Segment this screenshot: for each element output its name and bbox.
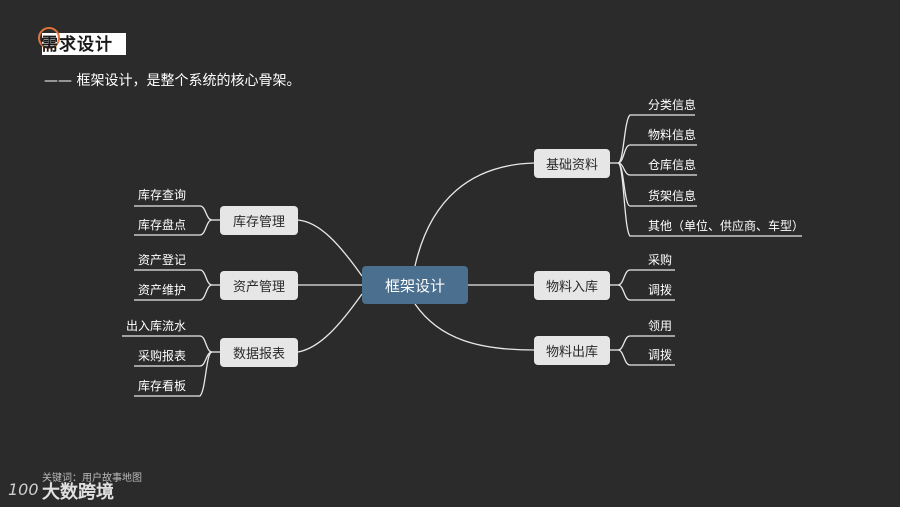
title-accent-circle-icon <box>38 27 60 49</box>
leaf-qita: 其他（单位、供应商、车型） <box>648 219 805 233</box>
page-title-block: 需求设计 <box>38 27 126 55</box>
leaf-fenlei: 分类信息 <box>648 98 697 112</box>
leaf-kucun-kanban: 库存看板 <box>138 379 187 393</box>
node-wuliao-ruku: 物料入库 <box>534 271 610 300</box>
leaf-kucun-chaxun: 库存查询 <box>138 188 187 202</box>
brand-logo-mark-icon: 100 <box>8 480 39 499</box>
brand-logo: 100 大数跨境 <box>8 478 128 504</box>
leaf-huojia: 货架信息 <box>648 189 697 203</box>
page-title: 需求设计 <box>41 35 113 55</box>
connector-center-jichu <box>414 162 535 267</box>
leaf-lingyong: 领用 <box>648 319 673 333</box>
node-zichan-guanli: 资产管理 <box>220 271 298 300</box>
node-wuliao-chuku: 物料出库 <box>534 336 610 365</box>
connector-center-shuju <box>297 293 363 353</box>
node-shuju-baobiao: 数据报表 <box>220 338 298 367</box>
node-jichu-ziliao: 基础资料 <box>534 149 610 178</box>
connector-center-kucun <box>297 219 363 277</box>
footer-keywords: 关键词：用户故事地图 <box>42 473 142 484</box>
leaf-churuku-liushui: 出入库流水 <box>126 319 187 333</box>
connector-center-chuku <box>414 303 535 351</box>
mindmap-center-node: 框架设计 <box>362 266 468 304</box>
leaf-diaobo-in: 调拨 <box>648 283 673 297</box>
leaf-diaobo-out: 调拨 <box>648 348 673 362</box>
leaf-kucun-pandian: 库存盘点 <box>138 218 187 232</box>
leaf-zichan-dengji: 资产登记 <box>138 253 187 267</box>
page-subtitle: —— 框架设计，是整个系统的核心骨架。 <box>44 73 301 89</box>
leaf-cangku: 仓库信息 <box>648 158 697 172</box>
title-highlight <box>42 33 126 55</box>
leaf-caigou: 采购 <box>648 253 673 267</box>
leaf-wuliao: 物料信息 <box>648 128 697 142</box>
leaf-caigou-baobiao: 采购报表 <box>138 349 187 363</box>
brand-logo-text: 大数跨境 <box>42 482 114 503</box>
leaf-zichan-weihu: 资产维护 <box>138 283 187 297</box>
node-kucun-guanli: 库存管理 <box>220 206 298 235</box>
